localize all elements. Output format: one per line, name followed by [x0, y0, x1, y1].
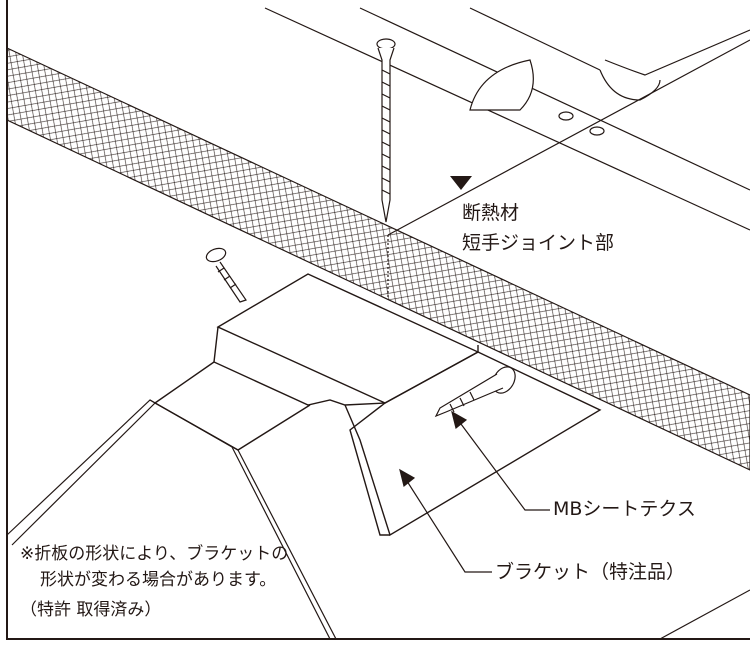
label-mb-sheet-tex: MBシートテクス — [553, 498, 696, 520]
mb-sheet-tex-screw — [434, 366, 516, 418]
note-patent: （特許 取得済み） — [20, 600, 162, 620]
insulation-band — [6, 47, 750, 471]
wood-screw — [376, 38, 396, 223]
small-screw — [205, 247, 247, 303]
folded-plate — [6, 399, 750, 640]
leader-mb — [457, 419, 550, 511]
roof-panel — [264, 7, 750, 236]
leader-bracket — [404, 477, 492, 573]
note-line-2: 形状が変わる場合があります。 — [40, 570, 277, 590]
bracket — [153, 273, 602, 537]
note-line-1: ※折板の形状により、ブラケットの — [20, 544, 289, 564]
triangle-marker-icon — [450, 176, 472, 190]
frame — [6, 0, 750, 640]
label-insulation: 断熱材 — [462, 202, 520, 224]
label-bracket: ブラケット（特注品） — [495, 561, 686, 583]
label-short-joint: 短手ジョイント部 — [462, 232, 615, 254]
